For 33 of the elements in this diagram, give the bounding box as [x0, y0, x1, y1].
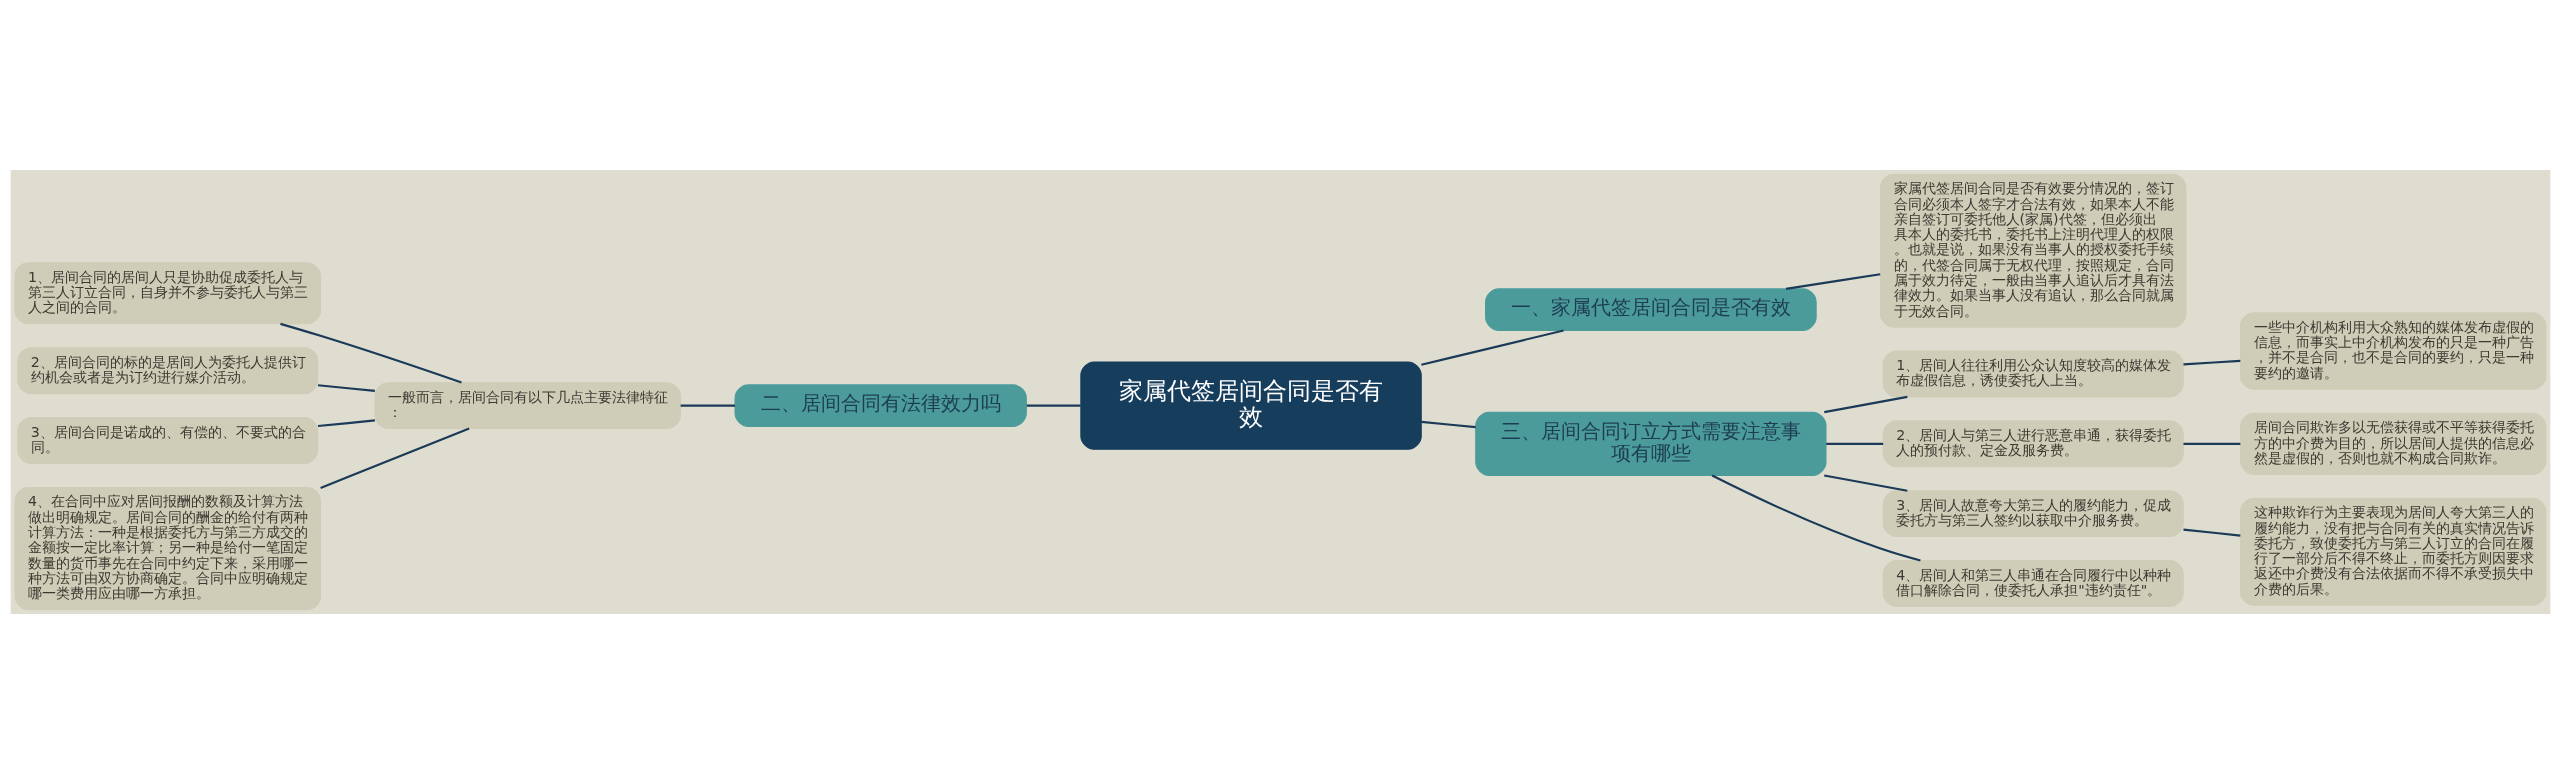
- node-box: 4、居间人和第三人串通在合同履行中以种种借口解除合同，使委托人承担"违约责任"。: [1882, 559, 2184, 607]
- node-box: 家属代签居间合同是否有效要分情况的，签订合同必须本人签字才合法有效，如果本人不能亲自签订可委托他人(家属)代签，但必须出具本人的委托书，委托书上注明代理人的权限。也就是说，如果没有当事人的授权委托手续的，代签合同属于无权代理，按照规定，合同属于效力待定，一般由当事人追认后才具有法律效力。如果当事人没有追认，那么合同就属于无效合同。: [1879, 173, 2186, 328]
- connector: [1026, 404, 1081, 407]
- connector: [319, 427, 470, 489]
- connector: [1825, 442, 1883, 445]
- connector: [680, 404, 735, 407]
- node-box: 二、居间合同有法律效力吗: [734, 383, 1027, 427]
- node-box: 这种欺诈行为主要表现为居间人夸大第三人的履约能力，没有把与合同有关的真实情况告诉委托方，致使委托方与第三人订立的合同在履行了一部分后不得不终止，而委托方则因要求返还中介费没有合法依据而不得不承受损失中介费的后果。: [2239, 497, 2546, 606]
- connector: [2182, 527, 2240, 537]
- connector: [1823, 473, 1908, 492]
- connector: [1420, 328, 1564, 366]
- node-box: 一、家属代签居间合同是否有效: [1484, 287, 1817, 331]
- connector: [1785, 272, 1880, 290]
- connector: [1420, 420, 1476, 428]
- node-box: 居间合同欺诈多以无偿获得或不平等获得委托方的中介费为目的，所以居间人提供的信息必然是虚假的，否则也就不构成合同欺诈。: [2239, 412, 2546, 475]
- connector: [2182, 359, 2240, 366]
- connector: [1823, 395, 1908, 413]
- node-box: 3、居间合同是诺成的、有偿的、不要式的合同。: [16, 416, 318, 464]
- node-box: 1、居间合同的居间人只是协助促成委托人与第三人订立合同，自身并不参与委托人与第三人之间的合同。: [14, 261, 321, 324]
- connector: [1711, 474, 1921, 562]
- node-box: 2、居间合同的标的是居间人为委托人提供订约机会或者是为订约进行媒介活动。: [16, 346, 318, 394]
- node-box: 一般而言，居间合同有以下几点主要法律特征：: [374, 381, 681, 429]
- node-box: 2、居间人与第三人进行恶意串通，获得委托人的预付款、定金及服务费。: [1882, 419, 2184, 467]
- node-box: 三、居间合同订立方式需要注意事项有哪些: [1474, 411, 1826, 476]
- node-box: 1、居间人往往利用公众认知度较高的媒体发布虚假信息，诱使委托人上当。: [1882, 350, 2184, 397]
- connector: [317, 418, 375, 427]
- node-box: 3、居间人故意夸大第三人的履约能力，促成委托方与第三人签约以获取中介服务费。: [1882, 489, 2184, 537]
- connector: [317, 383, 375, 392]
- node-box: 家属代签居间合同是否有效: [1079, 360, 1422, 450]
- node-box: 4、在合同中应对居间报酬的数额及计算方法做出明确规定。居间合同的酬金的给付有两种计算方法：一种是根据委托方与第三方成交的金额按一定比率计算；另一种是给付一笔固定数量的货币事先在合同中约定下来，采用哪一种方法可由双方协商确定。合同中应明确规定哪一类费用应由哪一方承担。: [14, 486, 321, 610]
- node-box: 一些中介机构利用大众熟知的媒体发布虚假的信息，而事实上中介机构发布的只是一种广告，并不是合同，也不是合同的要约，只是一种要约的邀请。: [2239, 311, 2546, 390]
- connector: [2183, 442, 2240, 445]
- connector: [279, 322, 462, 384]
